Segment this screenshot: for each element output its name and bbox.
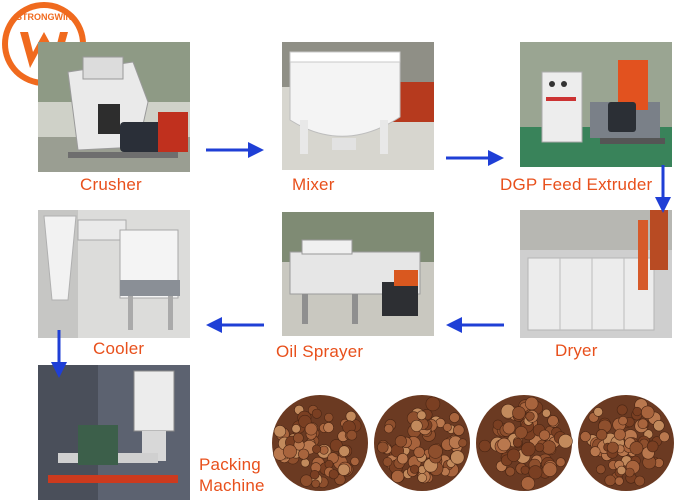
extruder-photo [520, 42, 672, 167]
packing-label-line2: Machine [199, 476, 265, 496]
right-arrow-icon [206, 142, 264, 158]
dryer-label: Dryer [555, 341, 598, 360]
oil-sprayer-photo [282, 212, 434, 336]
pellet-pile-icon [272, 395, 368, 491]
mixer-photo [282, 42, 434, 170]
mixer-label: Mixer [292, 175, 335, 194]
left-arrow-icon [446, 317, 504, 333]
pellet-pile-icon [476, 395, 573, 491]
down-arrow-icon [51, 330, 67, 378]
pellet-sample-1 [270, 393, 370, 493]
arrow-oil-sprayer-to-cooler [206, 315, 264, 335]
extruder-label: DGP Feed Extruder [500, 175, 653, 194]
pellet-pile-icon [374, 395, 470, 491]
svg-text:STRONGWIN: STRONGWIN [16, 12, 72, 22]
pellet-sample-4 [576, 393, 676, 493]
left-arrow-icon [206, 317, 264, 333]
down-arrow-icon [655, 165, 671, 213]
arrow-crusher-to-mixer [206, 140, 264, 160]
arrow-mixer-to-extruder [446, 148, 504, 168]
oil-sprayer-label: Oil Sprayer [276, 342, 364, 361]
pellet-sample-3 [474, 393, 574, 493]
arrow-dryer-to-oil-sprayer [446, 315, 504, 335]
cooler-label: Cooler [93, 339, 145, 358]
dryer-photo [520, 210, 672, 338]
arrow-extruder-to-dryer [653, 165, 673, 213]
right-arrow-icon [446, 150, 504, 166]
packing-label-line1: Packing [199, 455, 261, 474]
crusher-photo [38, 42, 190, 172]
pellet-sample-2 [372, 393, 472, 493]
arrow-cooler-to-packing [49, 330, 69, 378]
crusher-label: Crusher [80, 175, 142, 194]
pellet-pile-icon [578, 395, 674, 491]
packing-machine-photo [38, 365, 190, 500]
cooler-photo [38, 210, 190, 338]
packing-label: Packing Machine [199, 454, 279, 497]
